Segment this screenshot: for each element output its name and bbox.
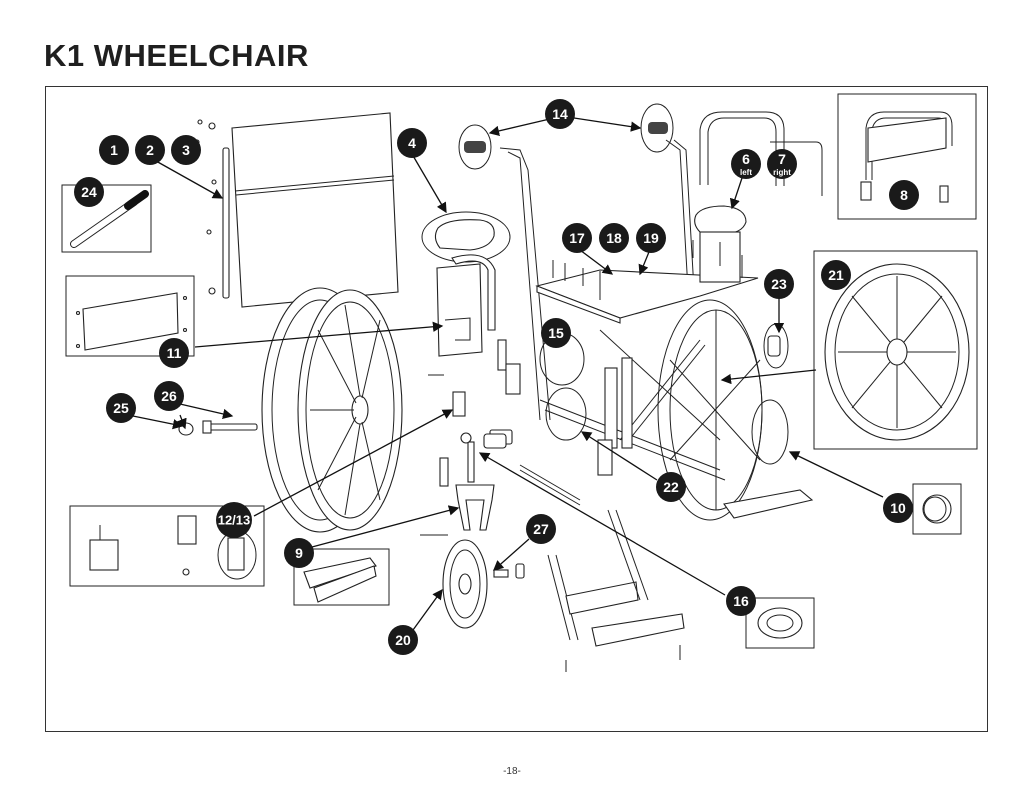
callout-26: 26 xyxy=(154,381,184,411)
svg-text:6: 6 xyxy=(742,151,750,167)
leader-lines xyxy=(127,117,884,631)
svg-text:19: 19 xyxy=(643,230,659,246)
callout-1: 1 xyxy=(99,135,129,165)
callout-10: 10 xyxy=(883,493,913,523)
callout-9: 9 xyxy=(284,538,314,568)
page-number: -18- xyxy=(503,766,521,777)
page-title: K1 WHEELCHAIR xyxy=(44,38,309,73)
inset-16-bearing xyxy=(745,597,815,649)
callout-17: 17 xyxy=(562,223,592,253)
rear-wheel-left xyxy=(261,287,403,533)
callout-25: 25 xyxy=(106,393,136,423)
svg-text:23: 23 xyxy=(771,276,787,292)
callout-21: 21 xyxy=(821,260,851,290)
callout-20: 20 xyxy=(388,625,418,655)
diagram-frame xyxy=(45,86,988,732)
svg-text:11: 11 xyxy=(167,345,182,361)
svg-text:1: 1 xyxy=(110,142,118,158)
inset-10-cap xyxy=(912,483,962,535)
callout-3: 3 xyxy=(171,135,201,165)
callout-14: 14 xyxy=(545,99,575,129)
caster-wheel xyxy=(442,539,525,629)
inset-21-wheel xyxy=(813,250,978,450)
armrest-pad xyxy=(421,211,511,263)
svg-text:12/13: 12/13 xyxy=(218,513,251,528)
svg-text:10: 10 xyxy=(890,500,906,516)
svg-text:25: 25 xyxy=(113,400,129,416)
svg-text:21: 21 xyxy=(828,267,844,283)
svg-text:24: 24 xyxy=(81,184,97,200)
axle-parts xyxy=(178,420,258,436)
callout-12-13: 12/13 xyxy=(216,502,252,538)
callout-18: 18 xyxy=(599,223,629,253)
rear-footplate xyxy=(723,323,814,519)
svg-text:17: 17 xyxy=(569,230,585,246)
svg-text:left: left xyxy=(740,168,752,177)
svg-text:22: 22 xyxy=(663,479,679,495)
rear-wheel-right xyxy=(657,299,763,521)
inset-24-pen xyxy=(61,184,152,253)
svg-text:26: 26 xyxy=(161,388,177,404)
callout-22: 22 xyxy=(656,472,686,502)
caster-fork xyxy=(420,484,495,536)
svg-text:2: 2 xyxy=(146,142,154,158)
side-panel xyxy=(436,254,496,357)
svg-text:4: 4 xyxy=(408,135,416,151)
svg-text:14: 14 xyxy=(552,106,568,122)
svg-text:right: right xyxy=(773,168,791,177)
callout-4: 4 xyxy=(397,128,427,158)
callout-16: 16 xyxy=(726,586,756,616)
callout-23: 23 xyxy=(764,269,794,299)
callout-19: 19 xyxy=(636,223,666,253)
svg-text:9: 9 xyxy=(295,545,303,561)
svg-text:18: 18 xyxy=(606,230,622,246)
svg-text:20: 20 xyxy=(395,632,411,648)
hardware-cluster xyxy=(428,339,521,487)
callout-8: 8 xyxy=(889,180,919,210)
footrest xyxy=(547,509,685,672)
svg-text:16: 16 xyxy=(733,593,749,609)
callout-24: 24 xyxy=(74,177,104,207)
svg-text:8: 8 xyxy=(900,187,908,203)
svg-text:27: 27 xyxy=(533,521,549,537)
backrest-upholstery xyxy=(194,112,399,308)
svg-text:7: 7 xyxy=(778,151,786,167)
armrest-frame xyxy=(699,111,823,196)
wheelchair-frame xyxy=(483,139,759,506)
svg-text:15: 15 xyxy=(548,325,564,341)
callout-11: 11 xyxy=(159,338,189,368)
callout-15: 15 xyxy=(541,318,571,348)
callout-27: 27 xyxy=(526,514,556,544)
seat-bolts xyxy=(552,240,743,300)
callout-2: 2 xyxy=(135,135,165,165)
svg-text:3: 3 xyxy=(182,142,190,158)
